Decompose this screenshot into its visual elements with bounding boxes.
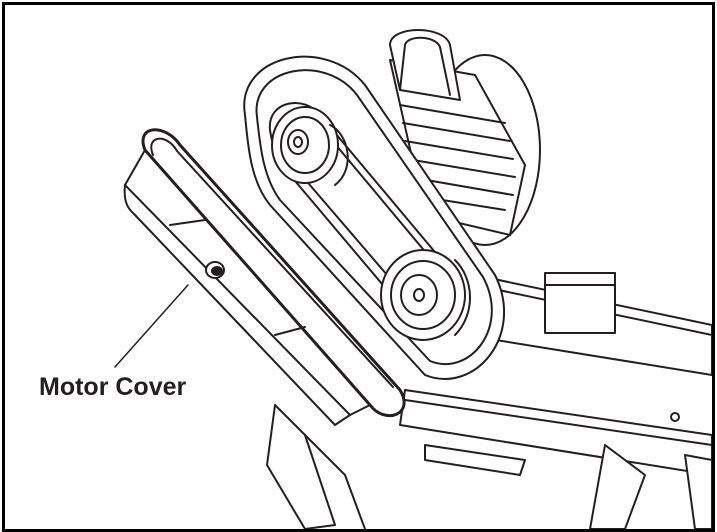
motor-cover xyxy=(123,128,406,426)
motor-assembly-drawing xyxy=(114,29,712,529)
callout-leader-line xyxy=(114,284,189,368)
upper-pulley xyxy=(271,106,349,186)
support-leg xyxy=(266,404,712,529)
frame-rail xyxy=(399,272,712,476)
lower-pulley xyxy=(380,249,471,341)
motor-cover-label: Motor Cover xyxy=(39,373,187,401)
